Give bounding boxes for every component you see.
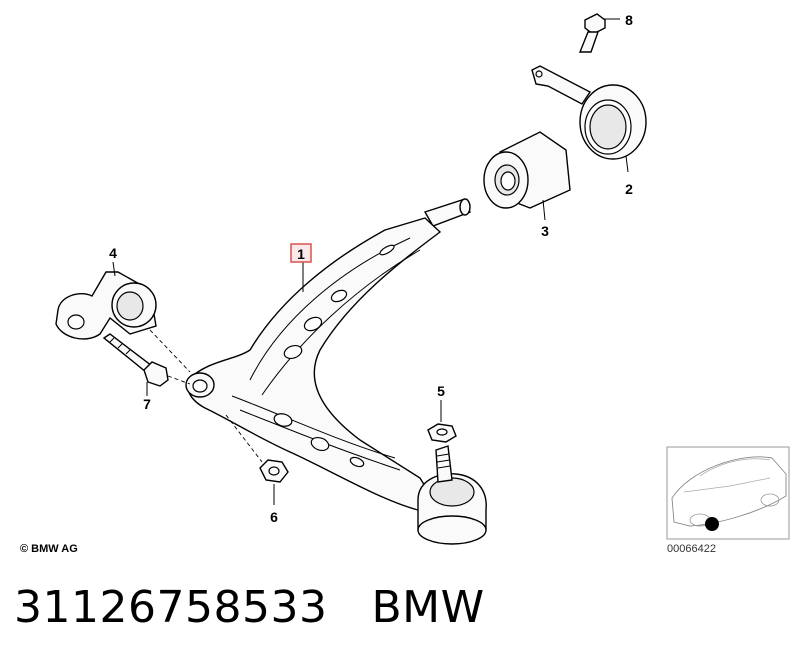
vehicle-locator-thumbnail	[666, 446, 790, 540]
part-caption: 31126758533 BMW	[14, 582, 485, 633]
thumbnail-ref-number: 00066422	[667, 543, 716, 555]
bolt-8	[578, 13, 620, 53]
ball-joint	[417, 445, 487, 545]
callout-2: 2	[625, 181, 633, 197]
control-arm-1	[185, 198, 472, 511]
location-marker-icon	[705, 517, 719, 531]
callout-8: 8	[625, 12, 633, 28]
callout-1: 1	[297, 246, 305, 262]
part-number: 31126758533	[14, 582, 328, 633]
callout-3: 3	[541, 223, 549, 239]
callout-1-highlight	[290, 243, 312, 263]
brand-name: BMW	[371, 582, 485, 633]
callout-6: 6	[270, 509, 278, 525]
callout-5: 5	[437, 383, 445, 399]
callout-4: 4	[109, 245, 117, 261]
bushing-3	[483, 131, 571, 221]
nut-5	[427, 400, 457, 443]
callout-7: 7	[143, 396, 151, 412]
bolt-7	[102, 333, 191, 396]
bracket-4	[55, 261, 191, 373]
bracket-2	[531, 65, 647, 173]
nut-6	[225, 414, 289, 505]
copyright-text: © BMW AG	[20, 543, 78, 555]
